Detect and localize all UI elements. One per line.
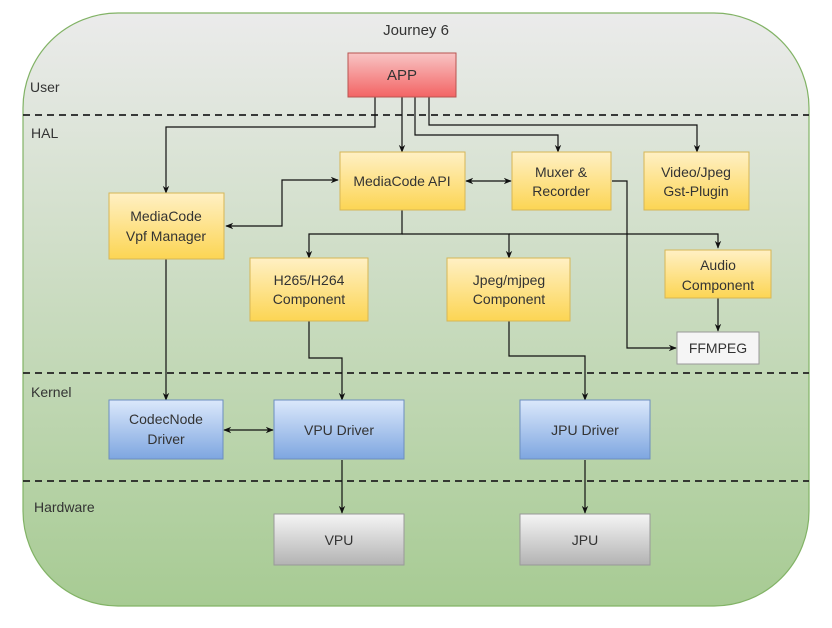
node-jpeg-component-line2: Component (473, 291, 545, 307)
node-gst-plugin-line1: Video/Jpeg (661, 164, 731, 180)
node-mediacode-api[interactable]: MediaCode API (339, 151, 466, 211)
layer-label-hardware: Hardware (34, 499, 95, 515)
node-vpf-manager-line1: MediaCode (130, 208, 202, 224)
node-jpeg-component[interactable]: Jpeg/mjpeg Component (446, 257, 571, 322)
node-jpu-driver[interactable]: JPU Driver (519, 399, 651, 460)
edge-muxer-to-ffmpeg (612, 180, 677, 352)
edge-mediacode-api-to-h265 (305, 210, 403, 259)
node-vpf-manager[interactable]: MediaCode Vpf Manager (108, 192, 225, 260)
edge-h265-to-vpu-driver (308, 321, 346, 401)
node-gst-plugin-line2: Gst-Plugin (663, 183, 728, 199)
node-codecnode-driver-line1: CodecNode (129, 411, 203, 427)
node-jpeg-component-line1: Jpeg/mjpeg (473, 272, 545, 288)
edge-jpeg-to-jpu-driver (508, 321, 589, 401)
node-vpu-driver[interactable]: VPU Driver (273, 399, 405, 460)
node-jpu-label: JPU (572, 532, 598, 548)
node-codecnode-driver[interactable]: CodecNode Driver (108, 399, 224, 460)
node-h265-component-line2: Component (273, 291, 345, 307)
layer-label-hal: HAL (31, 125, 58, 141)
layer-label-user: User (30, 79, 60, 95)
node-muxer-recorder-line2: Recorder (532, 183, 590, 199)
system-container (22, 12, 810, 607)
node-audio-component-line1: Audio (700, 257, 736, 273)
layer-label-kernel: Kernel (31, 384, 71, 400)
node-ffmpeg[interactable]: FFMPEG (676, 331, 760, 365)
node-vpu[interactable]: VPU (273, 513, 405, 566)
node-app[interactable]: APP (347, 52, 457, 98)
node-vpf-manager-line2: Vpf Manager (126, 228, 206, 244)
edge-app-to-gst-plugin (428, 97, 701, 153)
node-jpu-driver-label: JPU Driver (551, 422, 619, 438)
node-h265-component[interactable]: H265/H264 Component (249, 257, 369, 322)
node-gst-plugin[interactable]: Video/Jpeg Gst-Plugin (643, 151, 750, 211)
node-vpu-label: VPU (325, 532, 354, 548)
node-audio-component-line2: Component (682, 277, 754, 293)
diagram-title: Journey 6 (383, 22, 449, 39)
node-ffmpeg-label: FFMPEG (689, 340, 747, 356)
edge-app-to-vpf-manager (162, 97, 376, 194)
edge-app-to-muxer-recorder (414, 97, 562, 153)
node-mediacode-api-label: MediaCode API (353, 173, 450, 189)
edge-vpf-manager-mediacode-api (225, 176, 339, 230)
node-audio-component[interactable]: Audio Component (664, 249, 772, 299)
node-app-label: APP (387, 67, 417, 84)
node-muxer-recorder-line1: Muxer & (535, 164, 588, 180)
node-muxer-recorder[interactable]: Muxer & Recorder (511, 151, 612, 211)
node-vpu-driver-label: VPU Driver (304, 422, 374, 438)
edge-mediacode-api-to-audio (509, 233, 722, 249)
node-h265-component-line1: H265/H264 (274, 272, 345, 288)
node-jpu[interactable]: JPU (519, 513, 651, 566)
node-codecnode-driver-line2: Driver (147, 431, 185, 447)
